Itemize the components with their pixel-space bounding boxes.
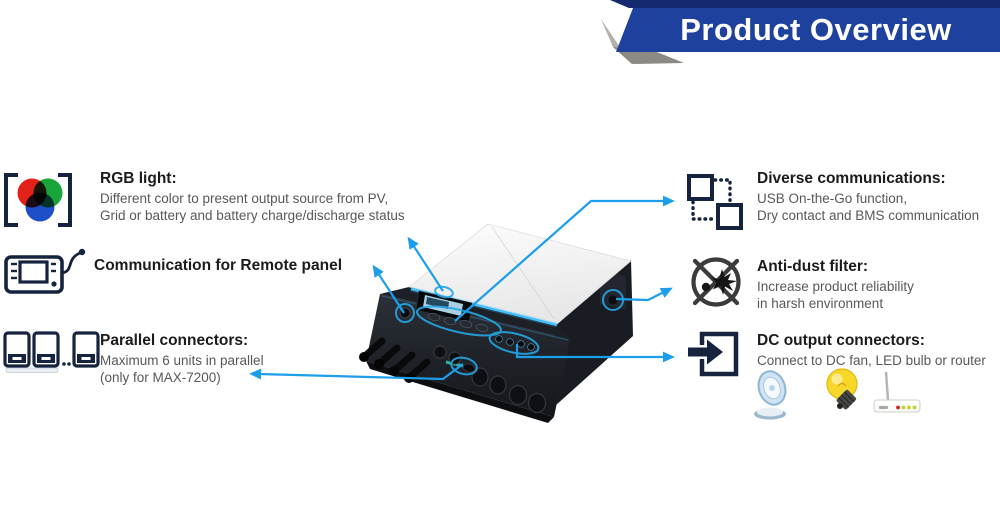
remote-comm-port	[399, 307, 411, 319]
lcd-display	[415, 290, 473, 323]
diverse-communications-icon	[687, 174, 743, 230]
feature-parallel-connectors: Parallel connectors: Maximum 6 units in …	[100, 331, 264, 386]
feature-line: in harsh environment	[757, 296, 884, 312]
feature-line: USB On-the-Go function,	[757, 191, 908, 206]
feature-line: Maximum 6 units in parallel	[100, 353, 264, 368]
parallel-port	[445, 360, 464, 368]
arrow-parallel-connectors	[249, 363, 464, 381]
callout-highlights	[395, 285, 624, 376]
arrow-rgb-light	[407, 236, 444, 292]
rgb-light-bar-glow	[410, 286, 558, 328]
cable-glands	[433, 345, 547, 414]
led-bulb-image	[826, 368, 858, 410]
arrow-diverse-communications	[454, 195, 675, 322]
remote-panel-icon	[4, 248, 86, 294]
arrow-dc-output	[515, 344, 675, 363]
parallel-connectors-icon	[3, 331, 100, 373]
feature-title: RGB light:	[100, 170, 177, 187]
front-buttons	[427, 313, 489, 332]
feature-line: Dry contact and BMS communication	[757, 208, 980, 224]
feature-line: Increase product reliability	[757, 279, 914, 294]
arrow-remote-panel	[372, 264, 405, 314]
dust-splat	[711, 269, 737, 295]
feature-title: Parallel connectors:	[100, 332, 249, 349]
banner-top-bar	[610, 0, 1000, 8]
banner-plate	[616, 8, 1000, 52]
callout-arrows	[249, 195, 675, 381]
feature-line: (only for MAX-7200)	[100, 370, 221, 386]
feature-dc-output-connectors: DC output connectors: Connect to DC fan,…	[757, 331, 986, 369]
page-title: Product Overview	[680, 12, 952, 47]
feature-remote-panel: Communication for Remote panel	[94, 256, 342, 277]
router-image	[873, 371, 921, 413]
feature-line: Grid or battery and battery charge/disch…	[100, 208, 405, 224]
feature-line: Different color to present output source…	[100, 191, 389, 206]
feature-title: Communication for Remote panel	[94, 257, 343, 274]
pv-input-plugs	[361, 337, 431, 381]
inverter-body	[359, 223, 633, 423]
feature-title: Anti-dust filter:	[757, 258, 869, 275]
feature-diverse-communications: Diverse communications: USB On-the-Go fu…	[757, 169, 979, 224]
dc-output-ports	[495, 335, 535, 351]
header-banner	[601, 0, 1000, 64]
feature-rgb-light: RGB light: Different color to present ou…	[100, 169, 405, 224]
rgb-light-bar	[410, 287, 558, 327]
dc-output-connectors-icon	[688, 331, 739, 377]
side-vent	[608, 295, 618, 305]
dc-appliance-images	[754, 368, 921, 420]
dc-fan-image	[754, 370, 787, 420]
feature-line: Connect to DC fan, LED bulb or router	[757, 353, 986, 368]
arrow-anti-dust	[615, 287, 673, 302]
feature-title: Diverse communications:	[757, 170, 946, 187]
anti-dust-filter-icon	[691, 257, 741, 307]
feature-anti-dust-filter: Anti-dust filter: Increase product relia…	[757, 257, 914, 312]
rgb-light-icon	[4, 173, 72, 227]
feature-title: DC output connectors:	[757, 332, 925, 349]
